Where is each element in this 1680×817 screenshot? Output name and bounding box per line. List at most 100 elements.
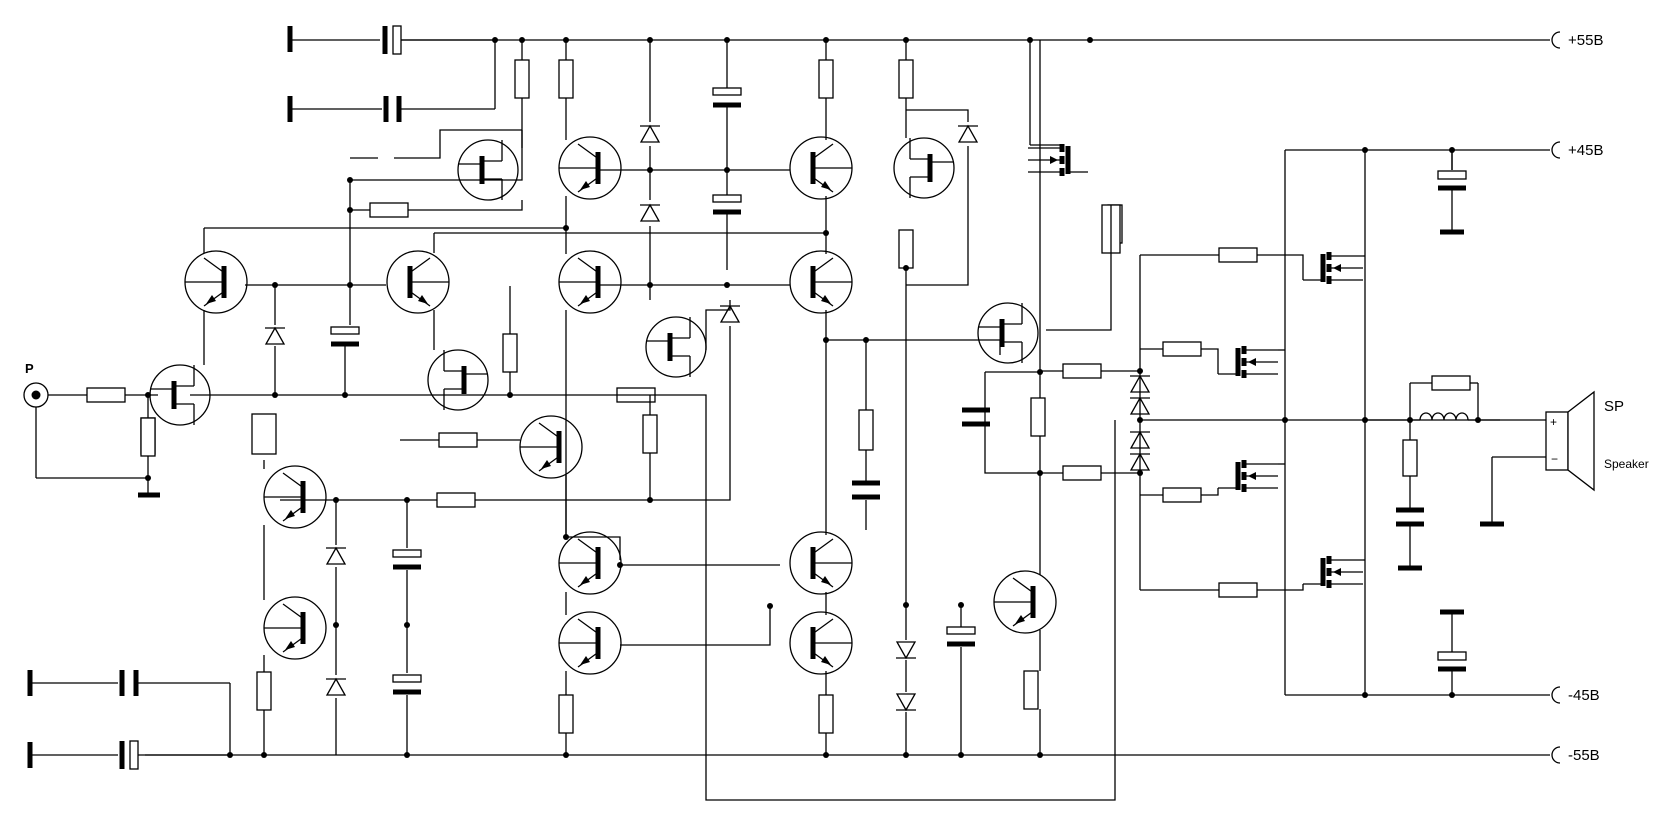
resistor-icon [642,414,658,454]
bjt-transistors [184,136,1057,675]
junction-dot [724,167,730,173]
jfet-icon [427,349,489,411]
speaker-name-label: Speaker [1604,457,1649,471]
junction-dot [333,497,339,503]
junction-dot [958,752,964,758]
junction-dot [1362,147,1368,153]
resistor-icon [1062,465,1102,481]
junction-dot [347,282,353,288]
junction-dot [563,534,569,540]
capacitors [330,87,990,695]
wire [826,339,1001,355]
junction-dot [519,37,525,43]
output-network: + − SP Speaker [1365,375,1649,571]
junction-dot [724,37,730,43]
npn-transistor-icon [789,250,853,314]
wires [190,40,1500,801]
junction-dot [1137,470,1143,476]
resistor-icon [558,59,574,99]
capacitor-icon [712,194,742,215]
rail-label-pos55: +55B [1568,32,1603,49]
resistor-icon [898,229,914,269]
junction-dot [823,752,829,758]
junction-dot [903,752,909,758]
resistor-icon [369,202,409,218]
junction-dot [272,282,278,288]
junction-dot [823,337,829,343]
capacitor-icon [946,626,976,647]
wire [1201,488,1219,496]
resistor-icon [898,59,914,99]
resistor-icon [558,694,574,734]
wire [1201,348,1219,374]
wire [475,326,731,501]
junction-dot [647,167,653,173]
capacitor-icon [962,407,990,427]
resistor-icon [1218,247,1258,263]
resistor-icon [140,417,156,457]
diode-icon [264,326,286,345]
npn-transistor-icon [263,465,327,529]
mosfet-transistors [1028,144,1363,588]
junction-dot [647,37,653,43]
mosfet-icon [1303,556,1363,588]
speaker-plus-label: + [1550,415,1557,429]
junction-dot [823,230,829,236]
wire [408,200,523,211]
mosfet-icon [1218,460,1278,492]
junction-dot [823,37,829,43]
junction-dot [1037,470,1043,476]
npn-transistor-icon [263,596,327,660]
junction-dot [342,392,348,398]
junction-dot [492,37,498,43]
rail-decoupling-caps [1437,150,1467,695]
wire [190,394,1116,801]
resistor-icon [818,59,834,99]
resistor-icon [1162,341,1202,357]
supply-rails: +55B +45B -45B -55B [145,31,1603,764]
jfet-icon [645,316,707,378]
resistor-icon [1030,397,1046,437]
resistor-icon [1062,363,1102,379]
jfet-icon [457,139,519,201]
junction-dot [333,622,339,628]
junction-dot [563,752,569,758]
resistor-icon [502,333,518,373]
fet-transistors [149,137,1039,426]
junction-dot [404,752,410,758]
junction-dot [863,337,869,343]
resistor-icon [436,492,476,508]
npn-transistor-icon [993,570,1057,634]
capacitor-icon [392,674,422,695]
junction-dot [903,265,909,271]
wire [906,146,969,286]
junction-dot [404,622,410,628]
pnp-transistor-icon [184,250,248,314]
diode-icon [325,677,347,696]
junction-dot [1027,37,1033,43]
junction-dot [563,37,569,43]
junction-dot [227,752,233,758]
capacitor-icon [852,480,880,500]
diode-icon [895,641,917,660]
capacitor-icon [330,326,360,347]
zener-block-icon [251,413,277,455]
diode-icon [895,693,917,712]
wire [1257,584,1304,591]
junction-dot [347,177,353,183]
junction-dot [958,602,964,608]
resistor-icon [1218,582,1258,598]
wire [394,129,522,159]
junction-dot [145,475,151,481]
junction-dot [563,225,569,231]
junction-dot [767,603,773,609]
junction-dot [647,282,653,288]
npn-transistor-icon [386,250,450,314]
wire [620,606,771,646]
junction-dot [1087,37,1093,43]
bottom-filter-caps [27,670,231,770]
wire [1257,254,1304,280]
diode-icon [639,203,661,222]
mosfet-icon [1303,252,1363,284]
